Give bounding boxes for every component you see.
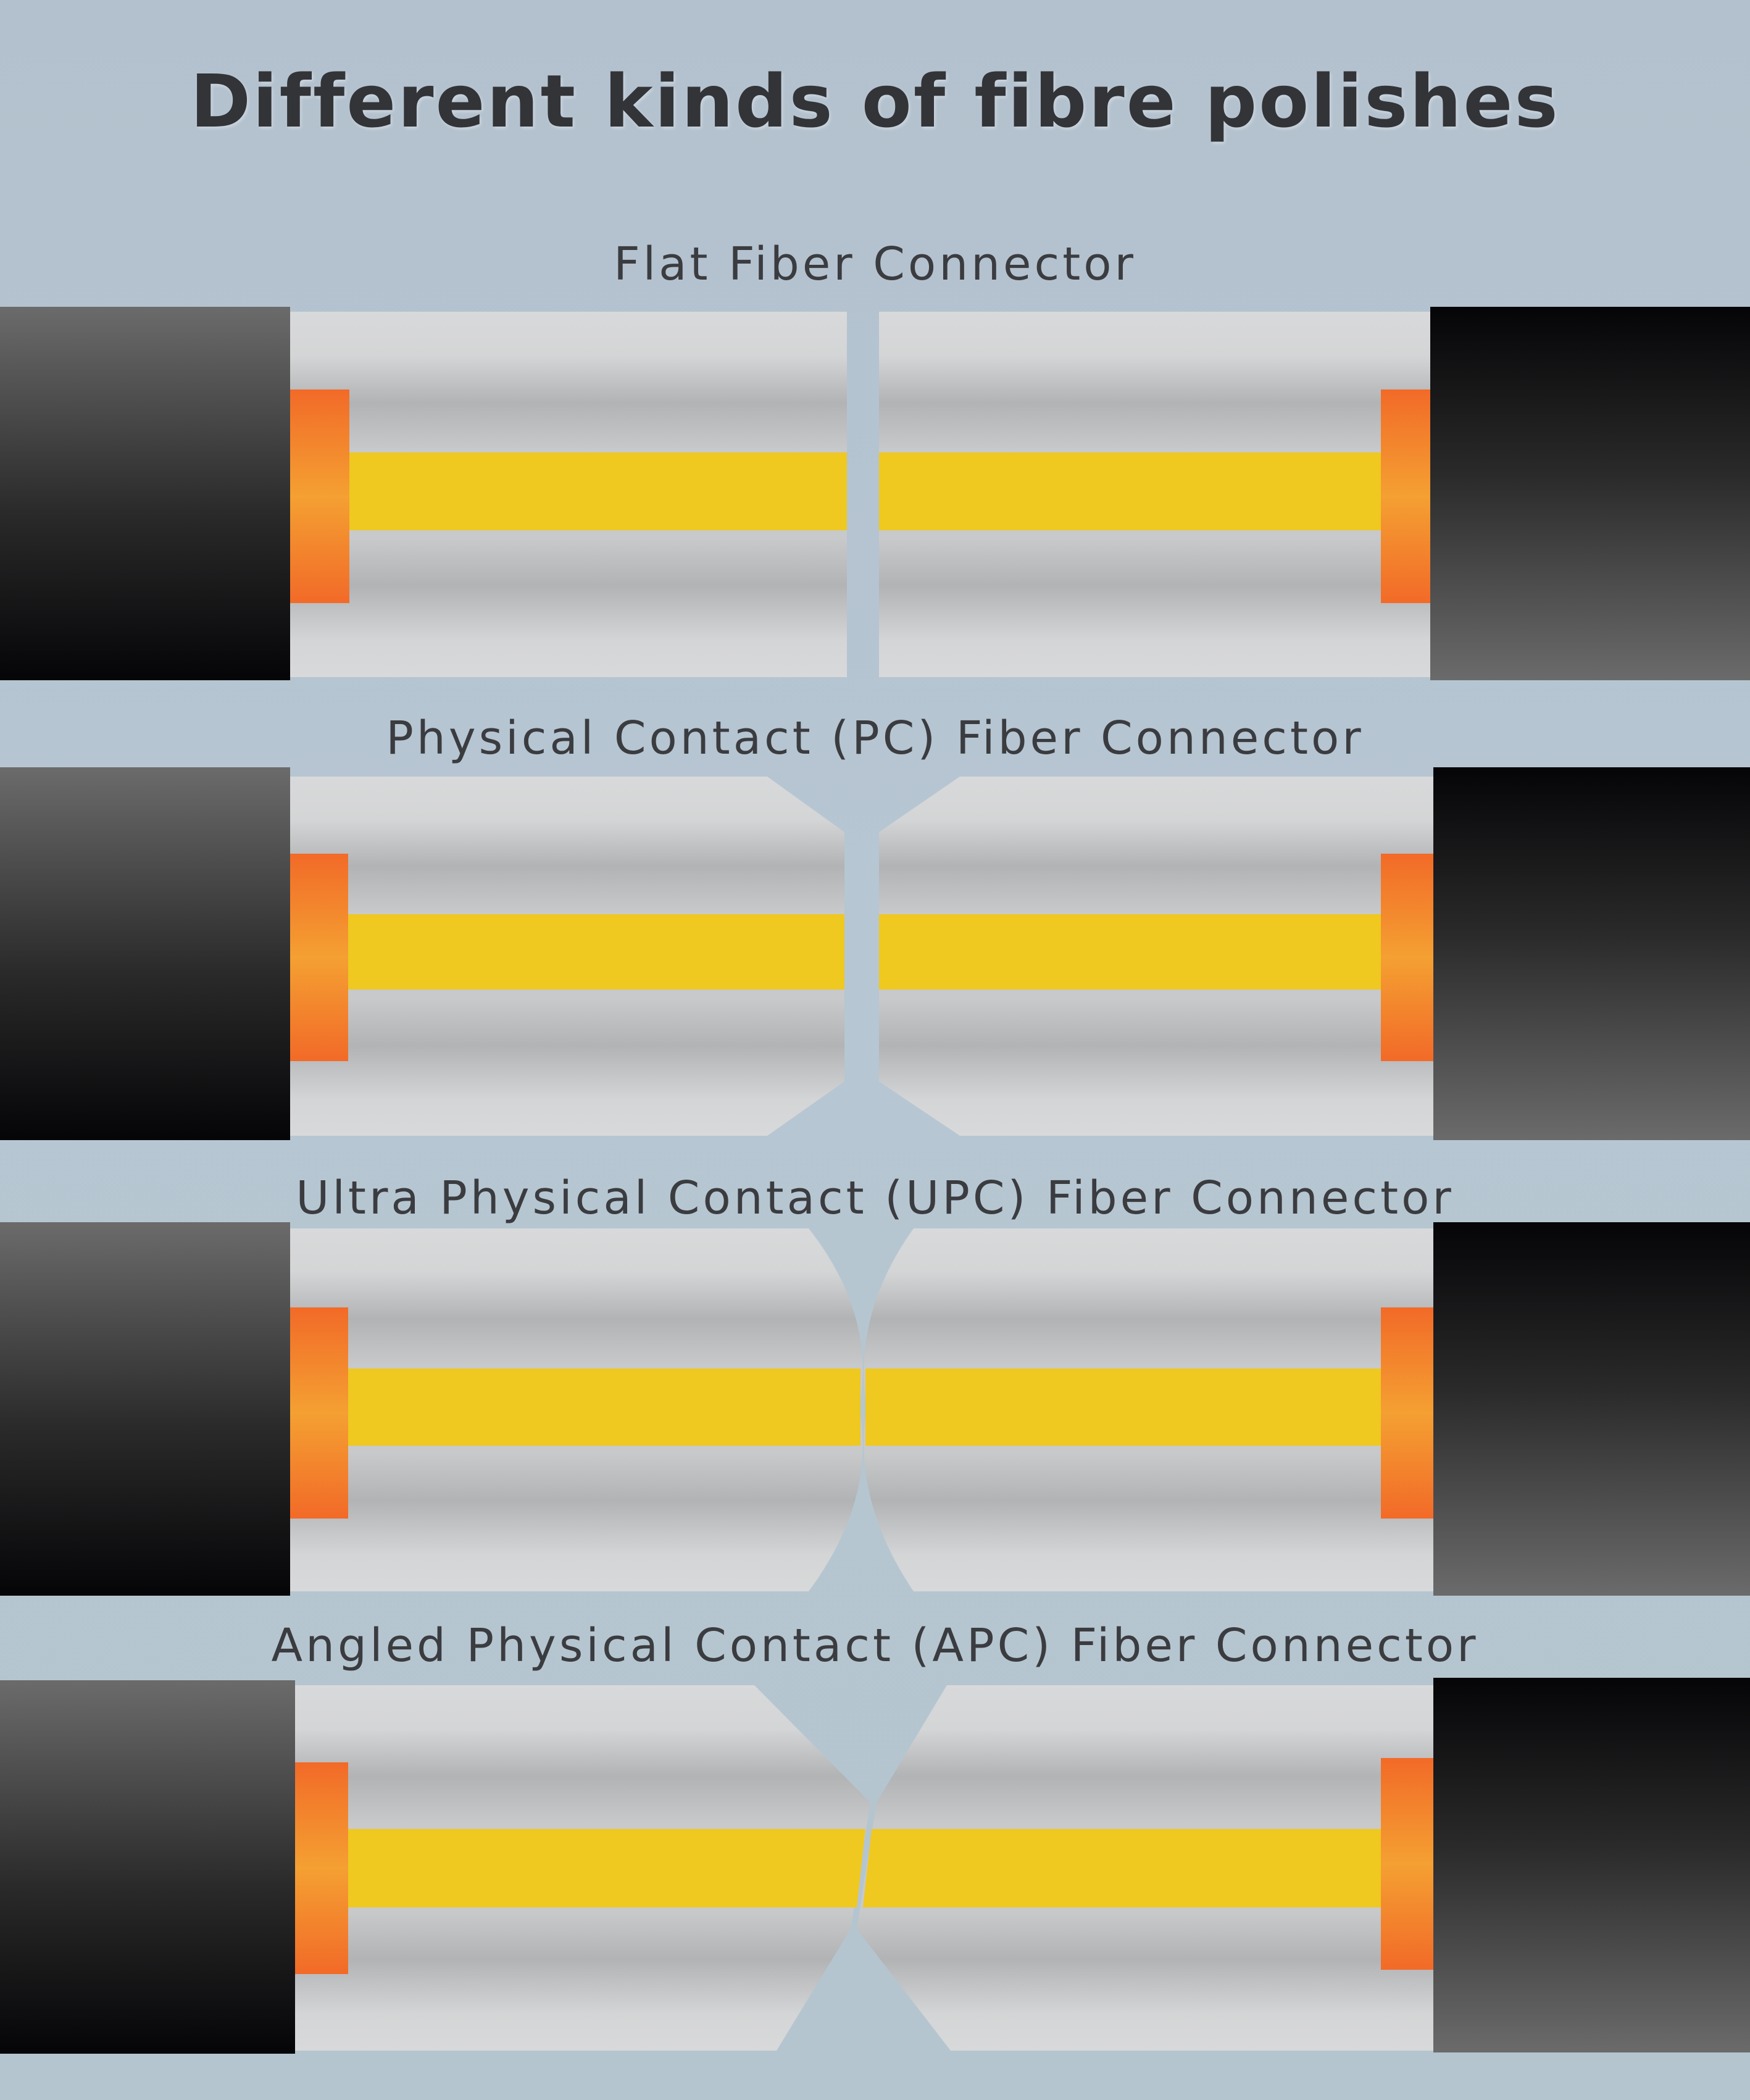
label-upc-connector: Ultra Physical Contact (UPC) Fiber Conne… [296,1172,1454,1225]
right-boot [1381,854,1433,1061]
left-boot [295,1762,348,1974]
right-boot [1381,390,1431,603]
flat-connector-pair [0,307,1750,680]
left-cable-jacket [0,1680,295,2054]
right-fiber-core [879,452,1382,530]
left-fiber-core [346,452,847,530]
left-fiber-core [346,914,844,990]
right-boot [1381,1307,1433,1519]
diagram-title: Different kinds of fibre polishes [190,59,1560,144]
upc-connector-pair [0,1222,1750,1596]
label-pc-connector: Physical Contact (PC) Fiber Connector [386,712,1364,765]
left-fiber-core [347,1829,865,1907]
pc-connector-pair [0,767,1750,1140]
right-cable-jacket [1433,767,1750,1140]
left-boot [290,854,348,1061]
left-boot [290,390,349,603]
right-cable-jacket [1433,1222,1750,1596]
right-fiber-core [879,914,1382,990]
left-boot [290,1307,348,1519]
right-fiber-core [865,1369,1382,1446]
right-cable-jacket [1433,1678,1750,2052]
left-cable-jacket [0,307,290,680]
apc-connector-pair [0,1678,1750,2054]
left-cable-jacket [0,1222,290,1596]
right-fiber-core [863,1829,1382,1907]
left-fiber-core [346,1369,860,1446]
left-cable-jacket [0,767,290,1140]
right-boot [1381,1758,1433,1970]
right-cable-jacket [1430,307,1750,680]
label-flat-connector: Flat Fiber Connector [614,238,1136,291]
label-apc-connector: Angled Physical Contact (APC) Fiber Conn… [271,1619,1479,1672]
